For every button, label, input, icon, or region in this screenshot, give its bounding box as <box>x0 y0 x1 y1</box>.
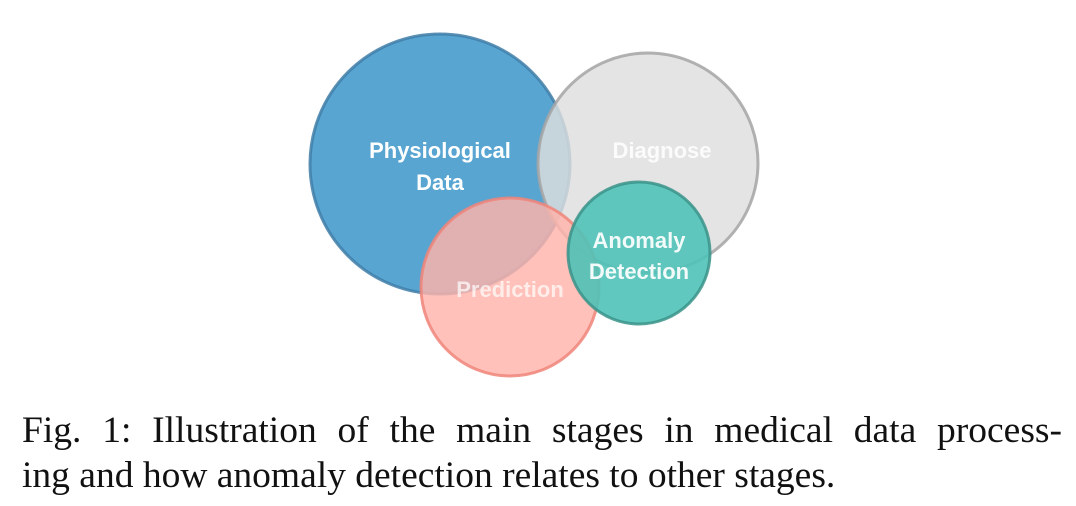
label-physiological-data-line-1: Physiological <box>369 138 511 163</box>
label-anomaly-detection-line-1: Anomaly <box>593 228 687 253</box>
circle-anomaly-detection <box>566 180 712 326</box>
label-prediction-line-1: Prediction <box>456 277 564 302</box>
label-physiological-data-line-2: Data <box>416 170 464 195</box>
figure-caption: Fig. 1: Illustration of the main stages … <box>22 408 1062 498</box>
caption-line-2: ing and how anomaly detection relates to… <box>22 455 836 496</box>
caption-line-1: Fig. 1: Illustration of the main stages … <box>22 410 1062 451</box>
label-diagnose-line-1: Diagnose <box>612 138 711 163</box>
circles-layer <box>308 32 760 378</box>
label-anomaly-detection-line-2: Detection <box>589 259 689 284</box>
